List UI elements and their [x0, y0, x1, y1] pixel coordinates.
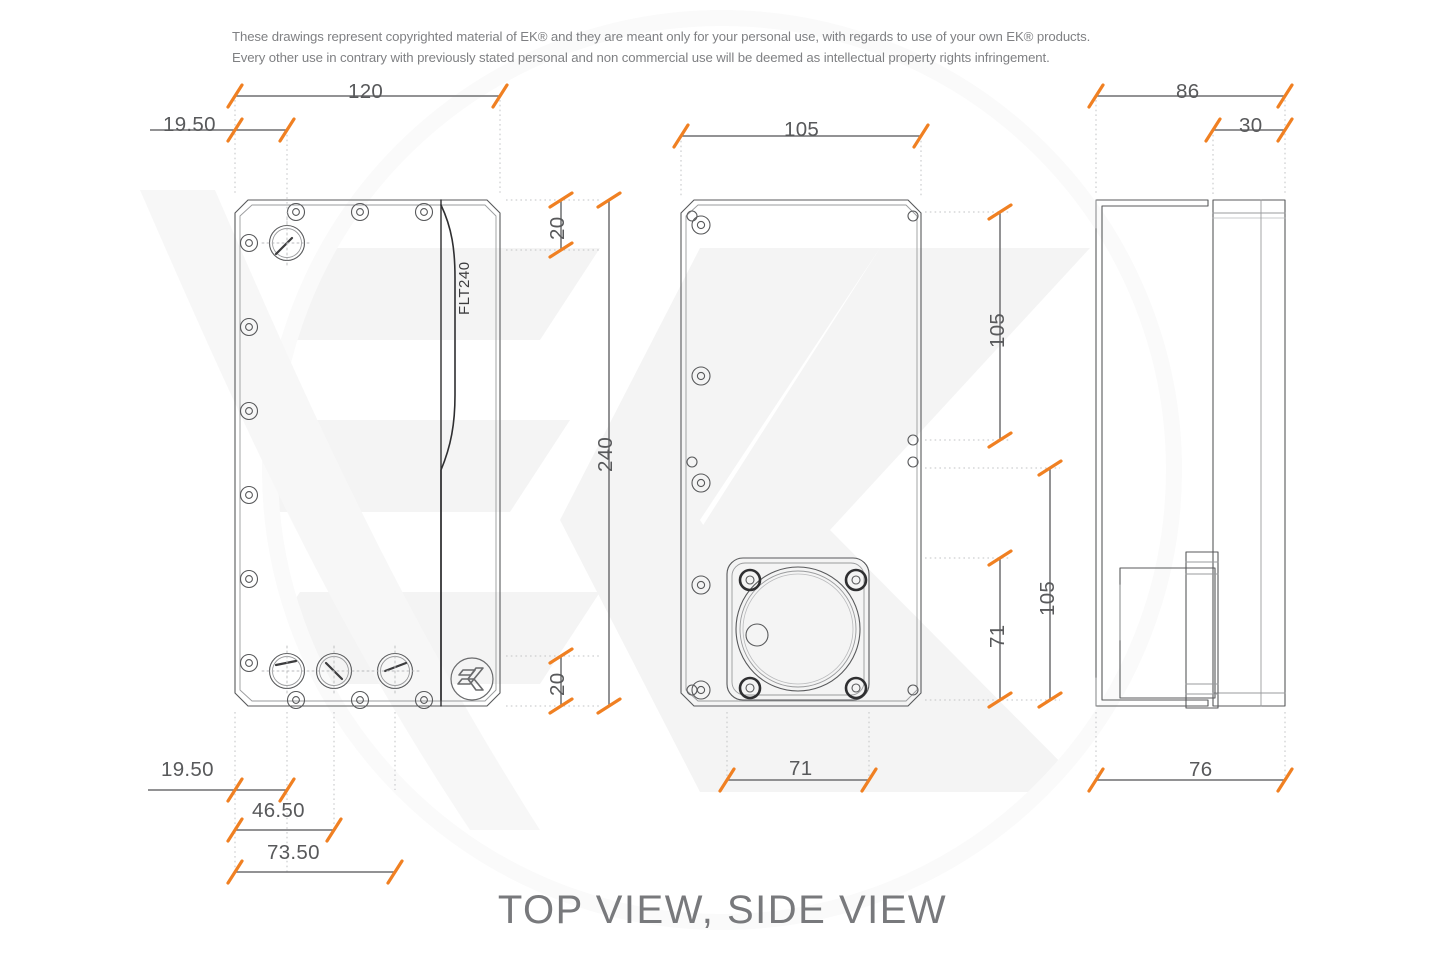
bottom-ports	[268, 652, 414, 690]
mounting-hole	[350, 202, 370, 222]
standoff	[691, 473, 711, 493]
pump-outlet	[745, 623, 769, 647]
mounting-holes-bottom	[286, 690, 434, 710]
drawing-title: TOP VIEW, SIDE VIEW	[497, 888, 948, 932]
bracket-profile	[1095, 199, 1209, 707]
pump-screw	[738, 568, 762, 592]
mounting-hole	[286, 690, 306, 710]
dim-label-20-top: 20	[546, 216, 569, 240]
dimension-lines	[148, 83, 1294, 885]
dim-label-73-50: 73.50	[267, 841, 320, 864]
dim-label-46-50: 46.50	[252, 799, 305, 822]
ek-logo-icon	[450, 657, 494, 701]
plate-outline	[234, 199, 501, 707]
disclaimer-line-2: Every other use in contrary with previou…	[232, 50, 1050, 65]
dimension-ticks	[226, 83, 1294, 885]
pump-screw	[844, 568, 868, 592]
reservoir-contour	[440, 204, 456, 701]
dim-label-71-right: 71	[986, 624, 1009, 648]
dimension-line	[148, 95, 1285, 873]
standoff	[691, 215, 711, 235]
pump-body-outer	[735, 566, 861, 692]
part-label-flt240: FLT240	[456, 261, 473, 315]
dim-label-105-top: 105	[784, 118, 820, 141]
dim-label-105-upper-right: 105	[986, 312, 1009, 348]
mounting-hole	[239, 653, 259, 673]
view-top-back	[680, 199, 922, 707]
plate-inner-edge	[239, 204, 497, 702]
mounting-hole	[239, 485, 259, 505]
standoff	[691, 680, 711, 700]
backplate-inner-edge	[685, 204, 918, 702]
dim-label-240: 240	[594, 436, 617, 472]
dim-label-19-50-top: 19.50	[163, 113, 216, 136]
backplate-outline	[680, 199, 922, 707]
dim-label-19-50-bottom: 19.50	[161, 758, 214, 781]
mounting-hole	[239, 401, 259, 421]
extension-lines	[234, 100, 1286, 872]
pump-screw	[738, 676, 762, 700]
standoff	[691, 366, 711, 386]
mounting-hole	[414, 690, 434, 710]
dim-label-76: 76	[1189, 758, 1213, 781]
copyright-disclaimer: These drawings represent copyrighted mat…	[232, 26, 1232, 68]
dim-label-71-bottom: 71	[789, 757, 813, 780]
corner-holes	[686, 210, 919, 696]
mounting-holes-left	[239, 233, 259, 673]
mounting-hole	[414, 202, 434, 222]
mounting-hole	[239, 317, 259, 337]
pump-body-inner	[739, 570, 857, 688]
pump-mount-plate	[726, 557, 870, 701]
dim-label-120: 120	[348, 80, 384, 103]
dim-label-20-bottom: 20	[546, 672, 569, 696]
dim-label-30: 30	[1239, 114, 1263, 137]
pump-housing-side	[1119, 551, 1219, 709]
mounting-hole	[239, 569, 259, 589]
disclaimer-line-1: These drawings represent copyrighted mat…	[232, 29, 1091, 44]
view-top-front	[234, 199, 501, 710]
reservoir-slab	[1212, 199, 1286, 707]
view-side	[1095, 199, 1286, 709]
standoff	[907, 456, 919, 468]
standoff	[686, 456, 698, 468]
dim-label-86: 86	[1176, 80, 1200, 103]
standoff	[691, 575, 711, 595]
pump-screw	[844, 676, 868, 700]
standoff	[907, 434, 919, 446]
mounting-hole	[350, 690, 370, 710]
standoff-holes	[686, 215, 919, 700]
mounting-holes-top	[286, 202, 434, 222]
mounting-hole	[239, 233, 259, 253]
dim-label-105-lower-right: 105	[1036, 580, 1059, 616]
mounting-hole	[286, 202, 306, 222]
centerlines	[261, 217, 421, 697]
